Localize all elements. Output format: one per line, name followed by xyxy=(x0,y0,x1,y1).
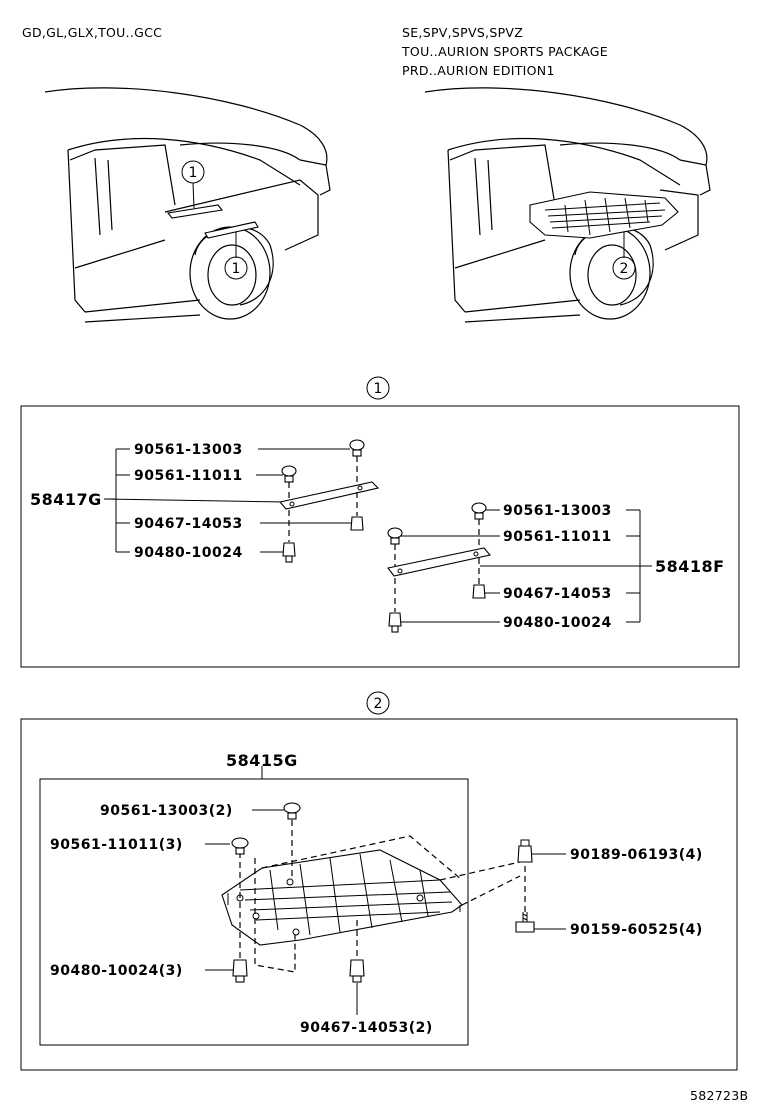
part-label: 90189-06193(4) xyxy=(570,847,703,863)
clip-icon xyxy=(283,802,301,814)
clip-icon xyxy=(471,502,487,514)
left-protector-assembly xyxy=(278,439,380,563)
clip-icon xyxy=(387,527,403,539)
right-protector-assembly xyxy=(387,502,492,633)
engine-undercover xyxy=(221,849,463,946)
section-2-frame xyxy=(20,718,738,1071)
callout-number: 2 xyxy=(620,261,629,277)
grommet-icon xyxy=(517,845,533,863)
part-label: 90480-10024 xyxy=(134,545,243,561)
nut-icon xyxy=(388,612,402,627)
diagram-id: 582723B xyxy=(690,1088,748,1103)
part-label: 90467-14053(2) xyxy=(300,1020,433,1036)
nut-icon xyxy=(232,959,248,977)
right-variant-label-1: SE,SPV,SPVS,SPVZ xyxy=(402,25,523,40)
part-label: 90480-10024(3) xyxy=(50,963,183,979)
nut-icon xyxy=(472,584,486,599)
car-illustration-left xyxy=(44,87,331,323)
screw-icon xyxy=(515,921,535,933)
part-label: 90480-10024 xyxy=(503,615,612,631)
callout-circle xyxy=(181,160,205,184)
part-label: 90561-13003 xyxy=(503,503,612,519)
callout-number: 1 xyxy=(189,165,198,181)
right-undercover xyxy=(529,191,679,239)
part-label: 90561-11011(3) xyxy=(50,837,183,853)
callout-circle xyxy=(612,256,636,280)
clip-icon xyxy=(231,837,249,849)
section-2-inner-frame xyxy=(39,778,469,1046)
part-label: 90561-13003 xyxy=(134,442,243,458)
clip-icon xyxy=(349,439,365,451)
section-1-callout-number: 1 xyxy=(374,381,383,397)
part-label: 90467-14053 xyxy=(503,586,612,602)
callout-number: 1 xyxy=(232,261,241,277)
assembly-label-58417g: 58417G xyxy=(30,490,102,509)
section-2-callout xyxy=(366,691,390,715)
part-label: 90159-60525(4) xyxy=(570,922,703,938)
callout-circle xyxy=(224,256,248,280)
part-label: 90561-13003(2) xyxy=(100,803,233,819)
right-variant-label-3: PRD..AURION EDITION1 xyxy=(402,63,555,78)
right-variant-label-2: TOU..AURION SPORTS PACKAGE xyxy=(401,44,608,59)
section-1-callout xyxy=(366,376,390,400)
part-label: 90467-14053 xyxy=(134,516,243,532)
left-variant-label: GD,GL,GLX,TOU..GCC xyxy=(22,25,162,40)
nut-icon xyxy=(350,516,364,531)
clip-icon xyxy=(281,465,297,477)
section-1-frame xyxy=(20,405,740,668)
car-illustration-right xyxy=(424,87,711,323)
assembly-label-58415g: 58415G xyxy=(226,751,298,770)
nut-icon xyxy=(282,542,296,557)
left-protector-2 xyxy=(204,221,259,239)
left-protector-1 xyxy=(166,204,224,219)
nut-icon xyxy=(349,959,365,977)
section-2-callout-number: 2 xyxy=(374,696,383,712)
part-label: 90561-11011 xyxy=(134,468,243,484)
part-label: 90561-11011 xyxy=(503,529,612,545)
assembly-label-58418f: 58418F xyxy=(655,557,725,576)
